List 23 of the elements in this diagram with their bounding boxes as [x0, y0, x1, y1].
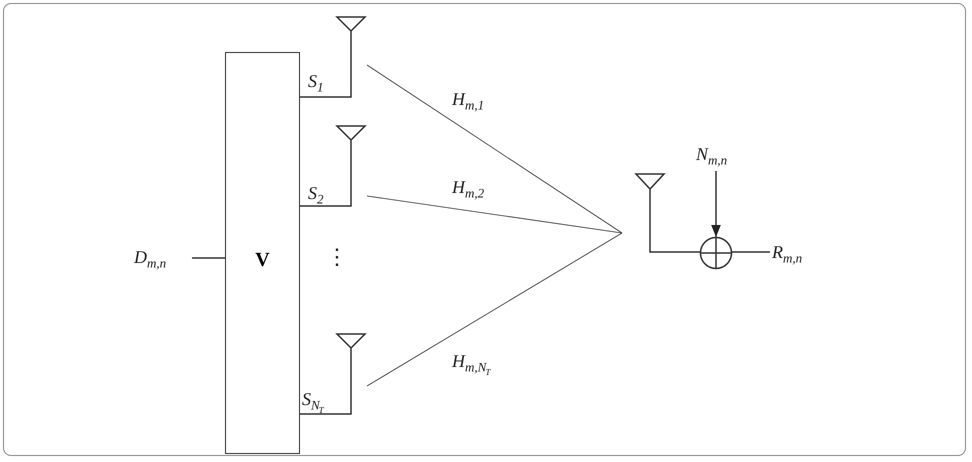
edge-label: H$_{m,1}$	[452, 88, 484, 115]
wire	[666, 251, 700, 253]
channel-line	[366, 232, 622, 386]
wire	[192, 257, 225, 259]
adder-circle	[700, 237, 732, 269]
symbol-label: N$_{m,n}$	[696, 143, 740, 169]
symbol-label: D$_{m,n}$	[134, 246, 184, 272]
wire	[300, 413, 336, 415]
precoder-block: V	[225, 52, 300, 454]
edge-label: S$_{1}$	[308, 70, 324, 97]
symbol-label: R$_{m,n}$	[772, 241, 822, 267]
antenna-icon	[336, 333, 367, 415]
wire	[300, 205, 336, 207]
antenna-icon	[336, 125, 367, 207]
edge-label: H$_{m,2}$	[452, 176, 484, 203]
ellipsis: ⋮	[326, 246, 348, 268]
wire	[732, 251, 770, 253]
edge-label: S$_{2}$	[308, 182, 324, 209]
channel-line	[366, 196, 622, 234]
wire	[300, 96, 336, 98]
channel-line	[366, 64, 622, 234]
antenna-icon	[336, 16, 367, 98]
arrow	[711, 171, 721, 237]
